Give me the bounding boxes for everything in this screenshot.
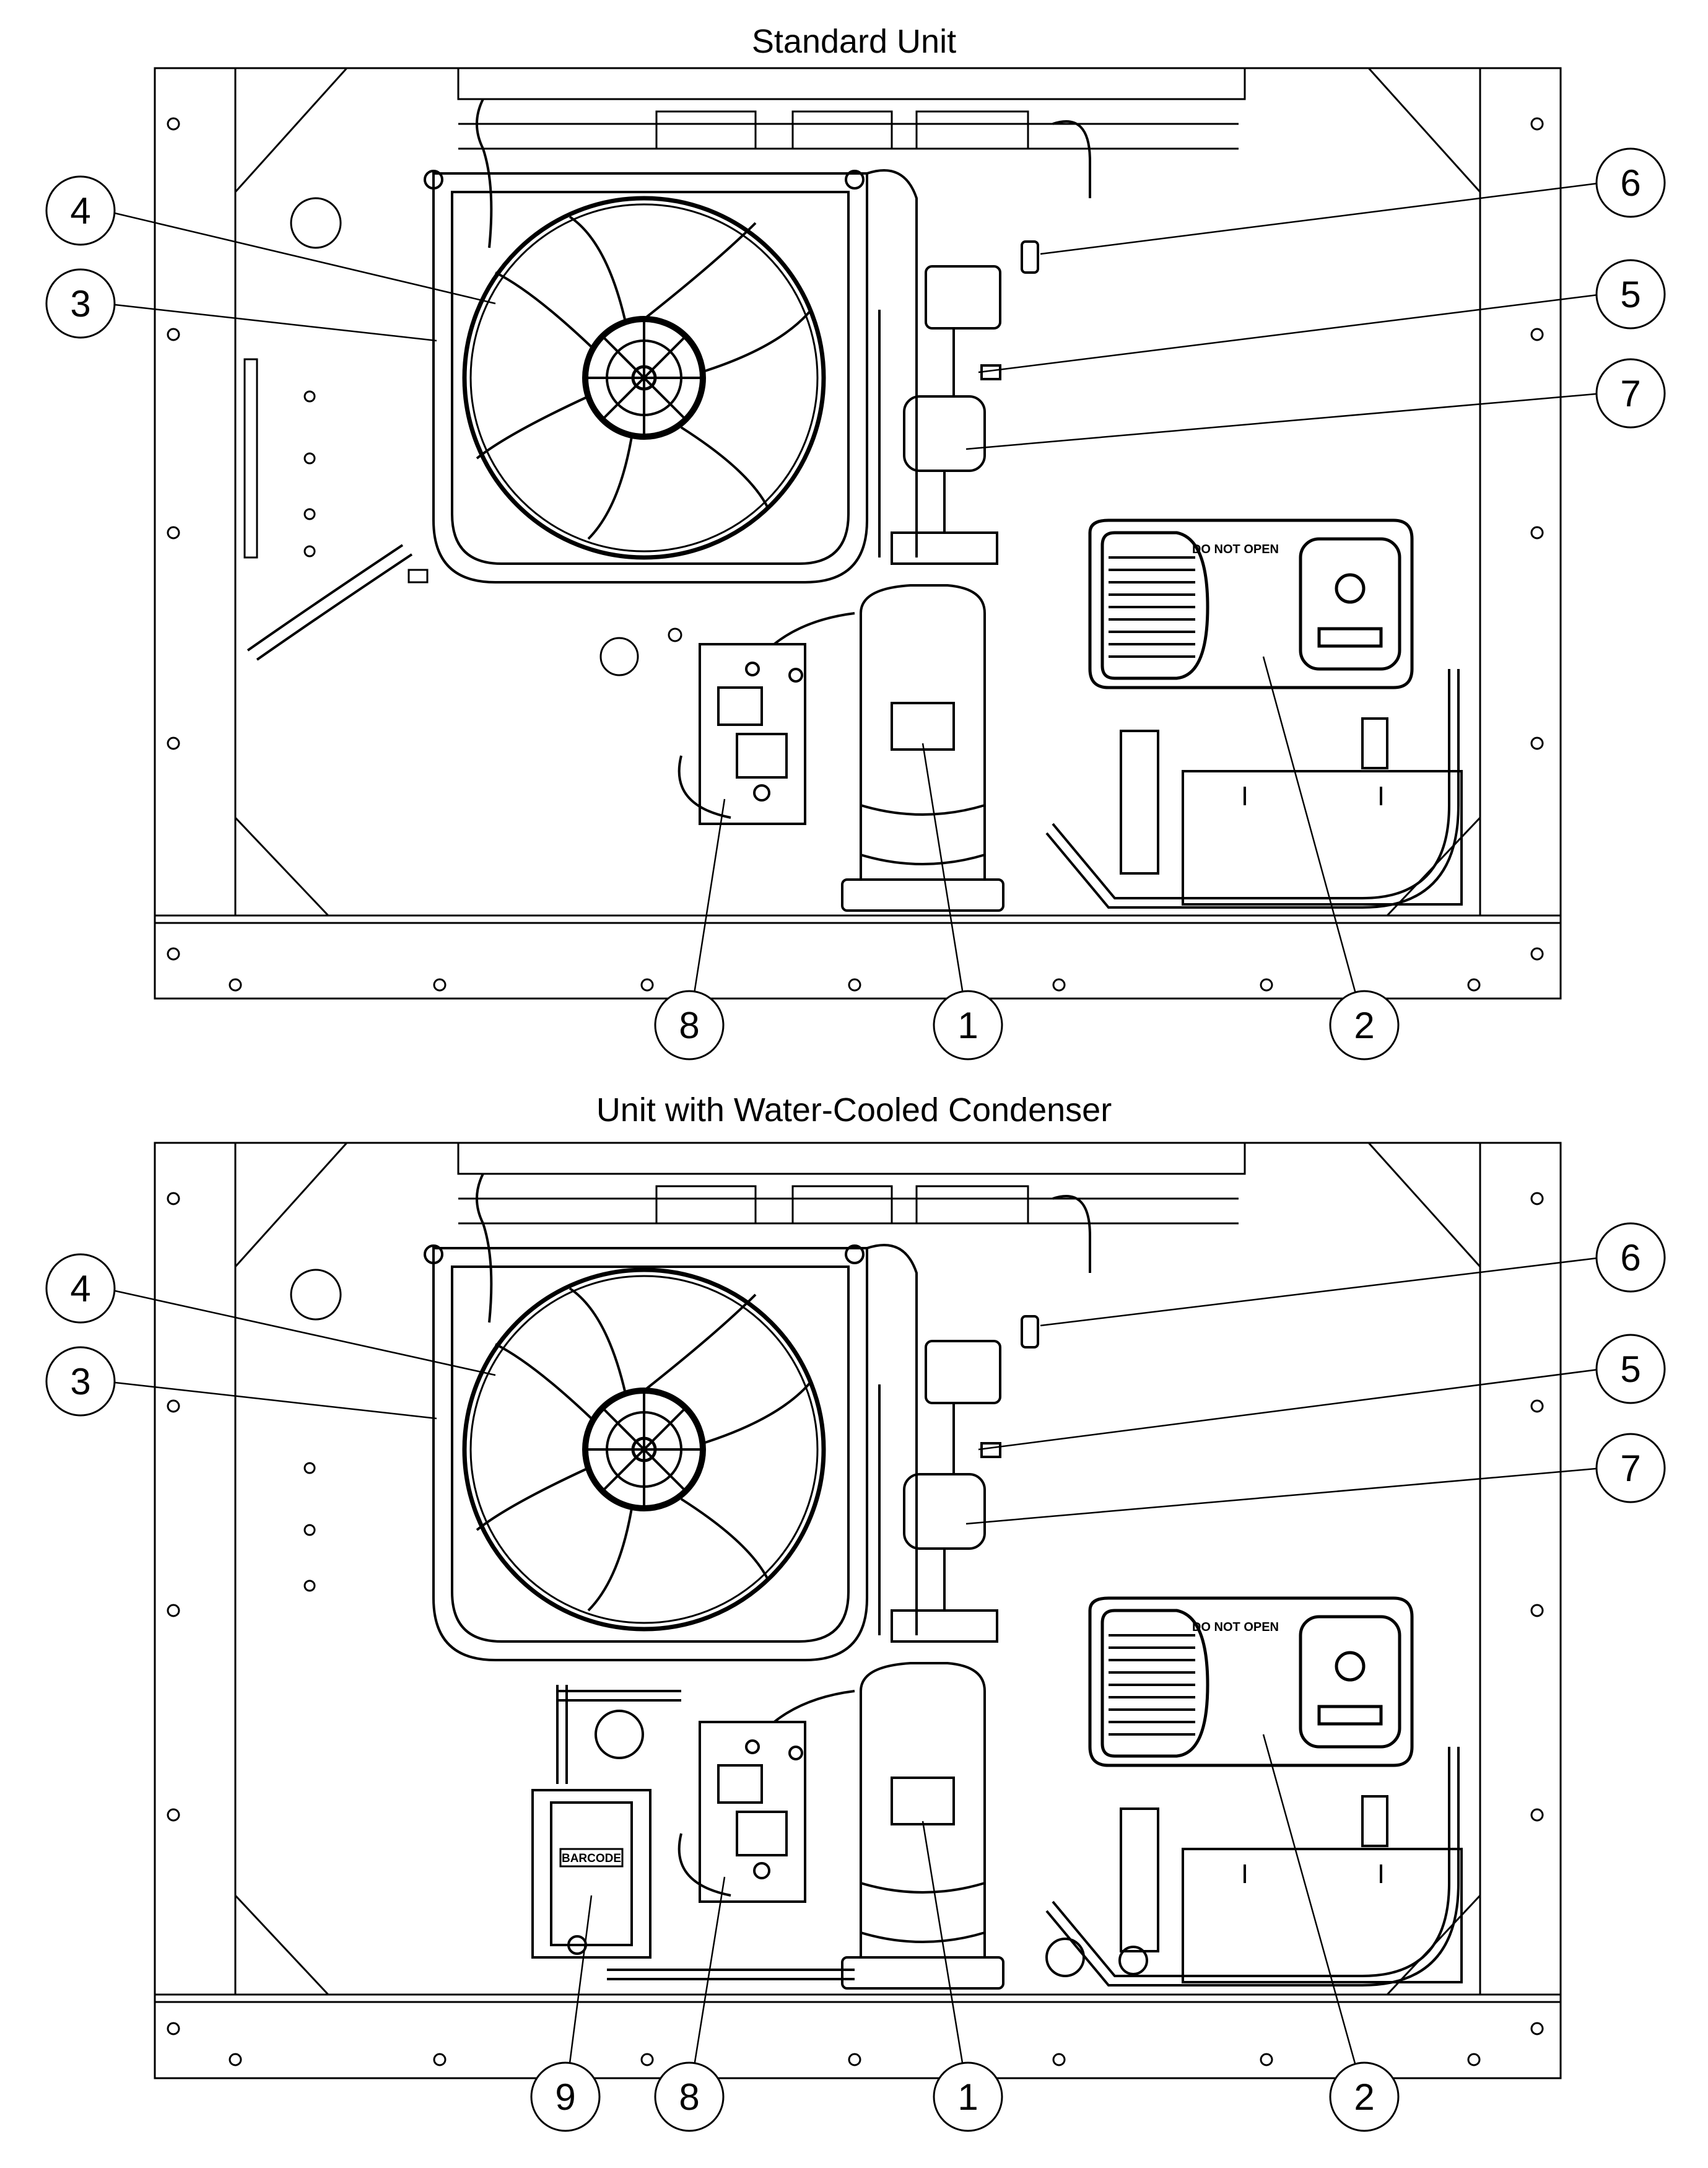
standard-unit-diagram: Standard Unit — [45, 23, 1666, 1060]
callout-2-label: 2 — [1354, 2076, 1374, 2118]
water-cooled-unit-diagram: Unit with Water-Cooled Condenser — [45, 1091, 1666, 2132]
callout-1: 1 — [933, 990, 1003, 1060]
callout-5-label: 5 — [1620, 1348, 1640, 1390]
mounting-holes — [167, 1192, 1544, 2066]
control-box-icon — [1088, 518, 1414, 689]
callout-8: 8 — [654, 990, 725, 1060]
callout-4-label: 4 — [70, 1268, 90, 1309]
callout-4-label: 4 — [70, 190, 90, 232]
condenser-coil-frame — [424, 1244, 868, 1661]
callout-8-label: 8 — [679, 2076, 699, 2118]
callout-1-label: 1 — [957, 1005, 978, 1046]
mounting-holes — [167, 117, 1544, 992]
callout-8-label: 8 — [679, 1005, 699, 1046]
lower-enclosure — [1120, 1795, 1463, 1983]
water-cooled-unit-title: Unit with Water-Cooled Condenser — [596, 1091, 1112, 1129]
callout-5: 5 — [1595, 1334, 1666, 1404]
filter-drier-assembly — [891, 240, 1039, 565]
compressor-icon — [841, 1662, 1148, 1990]
callout-1-label: 1 — [957, 2076, 978, 2118]
callout-7: 7 — [1595, 1433, 1666, 1503]
callout-5-label: 5 — [1620, 274, 1640, 315]
compressor-icon — [841, 584, 1004, 912]
callout-1: 1 — [933, 2061, 1003, 2132]
barcode-label: BARCODE — [562, 1852, 621, 1865]
condenser-fan-icon — [462, 1267, 826, 1632]
panel-dots — [290, 1269, 342, 1592]
callout-6-label: 6 — [1620, 162, 1640, 204]
expansion-valve-bracket — [699, 643, 806, 825]
callout-2: 2 — [1329, 990, 1400, 1060]
refrigerant-piping — [246, 98, 1460, 909]
panel-dots — [243, 197, 682, 676]
panel-warning-label: DO NOT OPEN — [1192, 543, 1279, 556]
water-cooled-condenser-icon — [531, 1685, 651, 1959]
callout-2-label: 2 — [1354, 1005, 1374, 1046]
callout-5: 5 — [1595, 259, 1666, 330]
callout-3: 3 — [45, 268, 116, 339]
callout-7-label: 7 — [1620, 373, 1640, 414]
callout-6: 6 — [1595, 1222, 1666, 1293]
callout-9: 9 — [530, 2061, 601, 2132]
standard-unit-title: Standard Unit — [752, 23, 956, 60]
callout-7-label: 7 — [1620, 1448, 1640, 1489]
callout-7: 7 — [1595, 358, 1666, 429]
callout-4: 4 — [45, 1253, 116, 1324]
unit-frame — [154, 1142, 1562, 2079]
leader-lines — [103, 181, 1603, 1026]
unit-frame — [154, 67, 1562, 1000]
condenser-fan-icon — [462, 196, 826, 560]
condenser-coil-frame — [424, 170, 868, 584]
callout-2: 2 — [1329, 2061, 1400, 2132]
vent-slots — [1109, 1634, 1195, 1736]
panel-warning-label: DO NOT OPEN — [1192, 1620, 1279, 1634]
filter-drier-assembly — [891, 1315, 1039, 1643]
vent-slots — [1109, 556, 1195, 658]
refrigerant-piping — [476, 1173, 1460, 1987]
lower-enclosure — [1120, 717, 1463, 906]
callout-3: 3 — [45, 1346, 116, 1417]
callout-6: 6 — [1595, 147, 1666, 218]
expansion-valve-bracket — [699, 1721, 806, 1903]
callout-9-label: 9 — [555, 2076, 575, 2118]
leader-lines — [103, 1256, 1603, 2097]
callout-4: 4 — [45, 175, 116, 246]
callout-3-label: 3 — [70, 283, 90, 325]
callout-6-label: 6 — [1620, 1237, 1640, 1279]
callout-3-label: 3 — [70, 1361, 90, 1402]
control-box-icon — [1088, 1596, 1414, 1767]
callout-8: 8 — [654, 2061, 725, 2132]
